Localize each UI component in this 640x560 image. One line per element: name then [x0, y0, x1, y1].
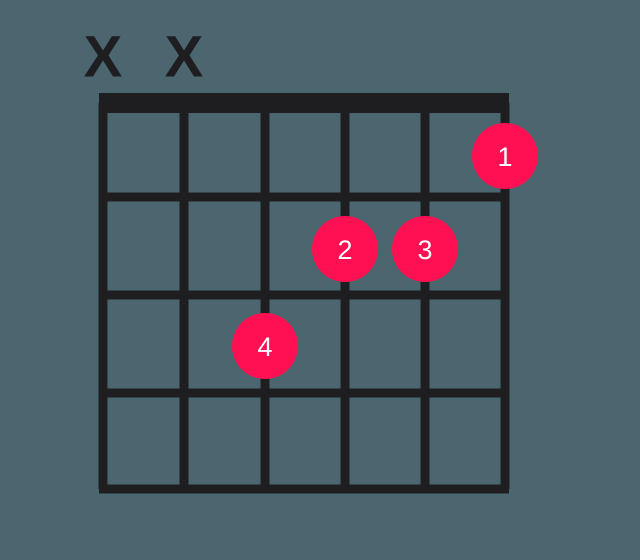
finger-dot-2-label: 2: [337, 235, 352, 265]
finger-dot-1-circle: [472, 123, 538, 189]
finger-dot-3-circle: [392, 216, 458, 282]
nut-bar: [99, 93, 509, 113]
finger-dot-3[interactable]: 3: [392, 216, 458, 282]
finger-dot-4-circle: [232, 313, 298, 379]
finger-dot-4-label: 4: [257, 332, 272, 362]
finger-dot-2[interactable]: 2: [312, 216, 378, 282]
finger-dot-4[interactable]: 4: [232, 313, 298, 379]
finger-dot-3-label: 3: [417, 235, 432, 265]
mute-marker-group: X X: [84, 25, 204, 90]
mute-marker-string-1: X: [84, 25, 123, 90]
finger-dot-group: 1 2 3 4: [232, 123, 538, 379]
finger-dot-1-label: 1: [497, 142, 512, 172]
fret-line-group: [99, 192, 509, 494]
finger-dot-1[interactable]: 1: [472, 123, 538, 189]
finger-dot-2-circle: [312, 216, 378, 282]
mute-marker-string-2: X: [165, 25, 204, 90]
